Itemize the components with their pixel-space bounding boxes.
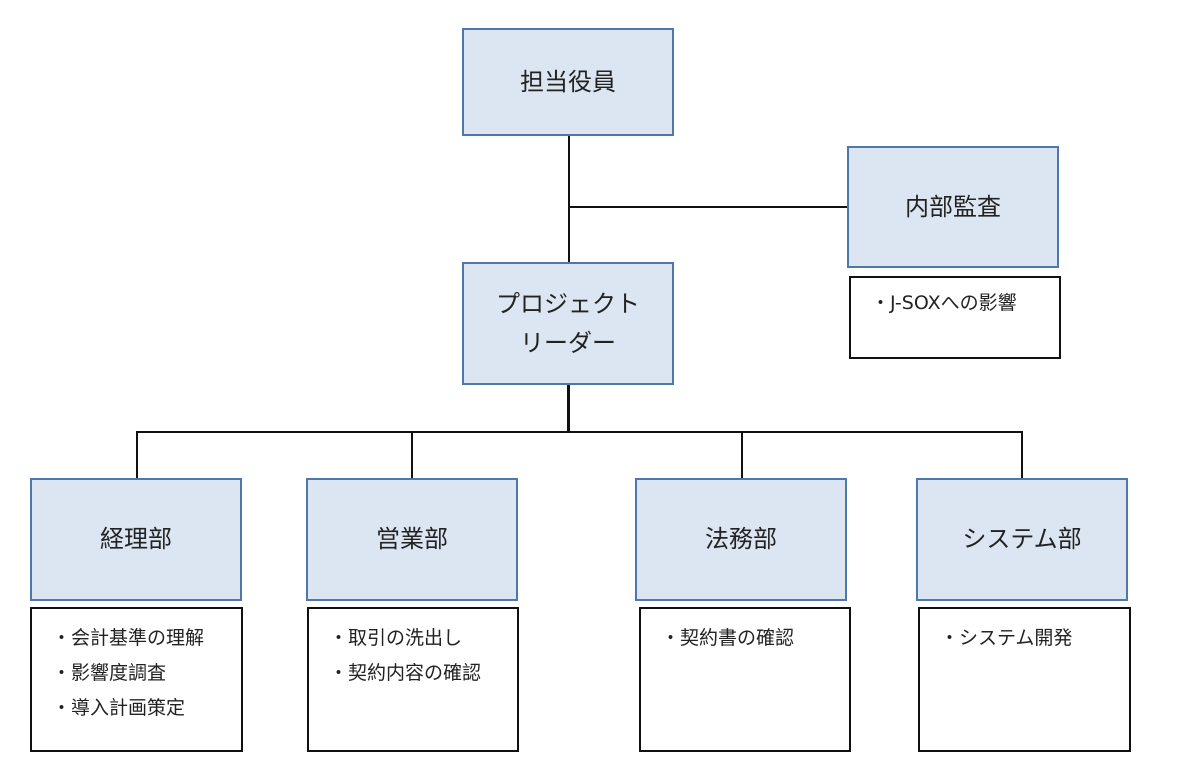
dept-box-sales: 営業部 [306, 478, 518, 601]
note-item: ・導入計画策定 [52, 697, 186, 720]
dept-notes-sales: ・取引の洗出し ・契約内容の確認 [307, 607, 519, 752]
note-item: ・システム開発 [940, 627, 1073, 649]
connector-dept-3 [741, 431, 743, 479]
note-item: ・取引の洗出し [329, 627, 463, 649]
note-item: ・影響度調査 [52, 662, 167, 685]
note-item: ・会計基準の理解 [52, 627, 205, 649]
connector-dept-2 [411, 431, 413, 479]
dept-title: システム部 [962, 525, 1082, 554]
connector-dept-bus [136, 431, 1023, 433]
connector-leader-down [567, 385, 570, 432]
note-item: ・J-SOXへの影響 [871, 292, 1017, 314]
note-item: ・契約書の確認 [661, 627, 795, 649]
executive-title: 担当役員 [520, 67, 616, 96]
dept-box-accounting: 経理部 [30, 478, 242, 601]
leader-box: プロジェクト リーダー [462, 262, 674, 385]
dept-box-legal: 法務部 [635, 478, 847, 601]
executive-box: 担当役員 [462, 28, 674, 136]
connector-dept-1 [136, 431, 138, 479]
connector-exec-to-leader [568, 136, 570, 263]
connector-to-audit [569, 206, 848, 208]
audit-notes: ・J-SOXへの影響 [849, 276, 1061, 359]
dept-notes-systems: ・システム開発 [918, 607, 1131, 752]
dept-title: 法務部 [705, 525, 777, 554]
dept-box-systems: システム部 [916, 478, 1128, 601]
dept-title: 経理部 [100, 525, 172, 554]
audit-title: 内部監査 [905, 192, 1001, 221]
dept-notes-accounting: ・会計基準の理解 ・影響度調査 ・導入計画策定 [30, 607, 243, 752]
connector-dept-4 [1021, 431, 1023, 479]
dept-notes-legal: ・契約書の確認 [639, 607, 851, 752]
note-item: ・契約内容の確認 [329, 662, 482, 685]
leader-title-line2: リーダー [520, 328, 616, 357]
dept-title: 営業部 [376, 525, 448, 554]
audit-box: 内部監査 [847, 146, 1059, 268]
leader-title-line1: プロジェクト [496, 290, 640, 319]
